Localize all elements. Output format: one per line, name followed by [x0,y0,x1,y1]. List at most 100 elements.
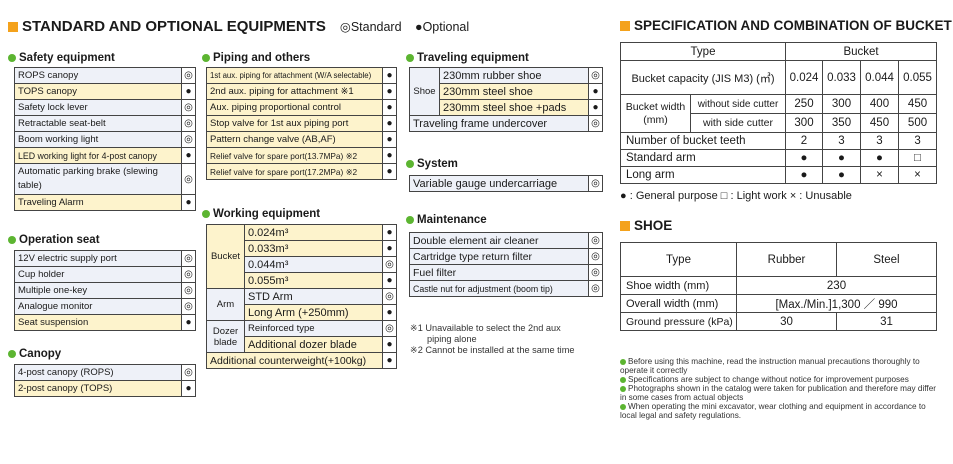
table-row: Castle nut for adjustment (boom tip)◎ [409,280,603,297]
table-row: Overall width (mm)[Max./Min.]1,300 ／ 990 [620,294,937,313]
table-row: 1st aux. piping for attachment (W/A sele… [206,67,397,84]
table-row: Cup holder◎ [14,266,196,283]
green-dot-icon [202,54,210,62]
green-dot-icon [620,358,626,365]
footnote: Before using this machine, read the inst… [620,357,920,375]
table-row: LED working light for 4-post canopy● [14,147,196,164]
table-row: Standard arm●●●□ [620,149,938,167]
table-row: 230mm steel shoe +pads● [410,99,603,116]
table-row: 0.055m³● [207,272,397,289]
canopy-section-title: Canopy [8,348,61,360]
green-dot-icon [8,236,16,244]
safety-table: ROPS canopy◎ TOPS canopy● Safety lock le… [14,67,196,211]
table-row: Traveling frame undercover◎ [409,115,603,132]
canopy-table: 4-post canopy (ROPS)◎ 2-post canopy (TOP… [14,364,196,397]
table-row: Shoe width (mm)230 [620,276,937,295]
table-row: Stop valve for 1st aux piping port● [206,115,397,132]
table-row: Additional dozer blade● [207,336,397,353]
note-1-cont: piping alone [427,334,477,344]
table-row: Pattern change valve (AB,AF)● [206,131,397,148]
footnotes: Before using this machine, read the inst… [620,357,938,420]
shoe-heading: SHOE [620,218,672,233]
safety-section-title: Safety equipment [8,52,115,64]
green-dot-icon [620,403,626,410]
maintenance-table: Double element air cleaner◎ Cartridge ty… [409,232,603,297]
orange-square-icon [8,21,18,32]
table-row: Additional counterweight(+100kg)● [206,352,397,369]
legend: ◎Standard ●Optional [340,19,479,34]
green-dot-icon [620,385,626,392]
green-dot-icon [8,54,16,62]
table-row: Traveling Alarm● [14,194,196,211]
green-dot-icon [406,54,414,62]
maintenance-section-title: Maintenance [406,214,487,226]
footnote: Photographs shown in the catalog were ta… [620,384,936,402]
table-row: Automatic parking brake (slewing table)◎ [14,163,196,195]
table-row: 4-post canopy (ROPS)◎ [14,364,196,381]
piping-section-title: Piping and others [202,52,310,64]
table-row: Aux. piping proportional control● [206,99,397,116]
green-dot-icon [620,376,626,383]
table-row: Long arm●●×× [620,166,938,184]
bucket-legend: ● : General purpose □ : Light work × : U… [620,190,852,202]
standard-legend: ◎Standard [339,20,402,34]
footnote: Specifications are subject to change wit… [620,375,938,384]
system-table: Variable gauge undercarriage◎ [409,175,603,192]
green-dot-icon [8,350,16,358]
table-row: Safety lock lever◎ [14,99,196,116]
note-1: ※1 Unavailable to select the 2nd aux [410,323,561,333]
orange-square-icon [620,220,630,231]
table-row: Boom working light◎ [14,131,196,148]
table-row: TOPS canopy● [14,83,196,100]
piping-table: 1st aux. piping for attachment (W/A sele… [206,67,397,180]
table-row: Cartridge type return filter◎ [409,248,603,265]
table-row: Variable gauge undercarriage◎ [409,175,603,192]
footnote: When operating the mini excavator, wear … [620,402,926,420]
system-section-title: System [406,158,458,170]
green-dot-icon [406,216,414,224]
table-row: 2nd aux. piping for attachment ※1● [206,83,397,100]
note-2: ※2 Cannot be installed at the same time [410,345,575,355]
page-title: STANDARD AND OPTIONAL EQUIPMENTS [22,18,326,35]
table-row: Retractable seat-belt◎ [14,115,196,132]
table-row: 2-post canopy (TOPS)● [14,380,196,397]
table-row: 230mm steel shoe● [410,83,603,100]
main-heading: STANDARD AND OPTIONAL EQUIPMENTS ◎Standa… [8,18,479,35]
orange-square-icon [620,20,630,31]
green-dot-icon [202,210,210,218]
table-row: Fuel filter◎ [409,264,603,281]
table-row: Long Arm (+250mm)● [207,304,397,321]
seat-section-title: Operation seat [8,234,100,246]
table-row: 12V electric supply port◎ [14,250,196,267]
table-row: Seat suspension● [14,314,196,331]
table-row: Multiple one-key◎ [14,282,196,299]
table-row: Relief valve for spare port(17.2MPa) ※2● [206,163,397,180]
green-dot-icon [406,160,414,168]
table-row: Relief valve for spare port(13.7MPa) ※2● [206,147,397,164]
table-row: Double element air cleaner◎ [409,232,603,249]
seat-table: 12V electric supply port◎ Cup holder◎ Mu… [14,250,196,331]
optional-legend: ●Optional [415,20,470,34]
traveling-section-title: Traveling equipment [406,52,529,64]
table-row: ROPS canopy◎ [14,67,196,84]
working-section-title: Working equipment [202,208,320,220]
bucket-spec-heading: SPECIFICATION AND COMBINATION OF BUCKET [620,18,952,33]
table-row: Analogue monitor◎ [14,298,196,315]
table-row: 0.033m³● [207,240,397,257]
notes: ※1 Unavailable to select the 2nd aux pip… [410,323,610,356]
